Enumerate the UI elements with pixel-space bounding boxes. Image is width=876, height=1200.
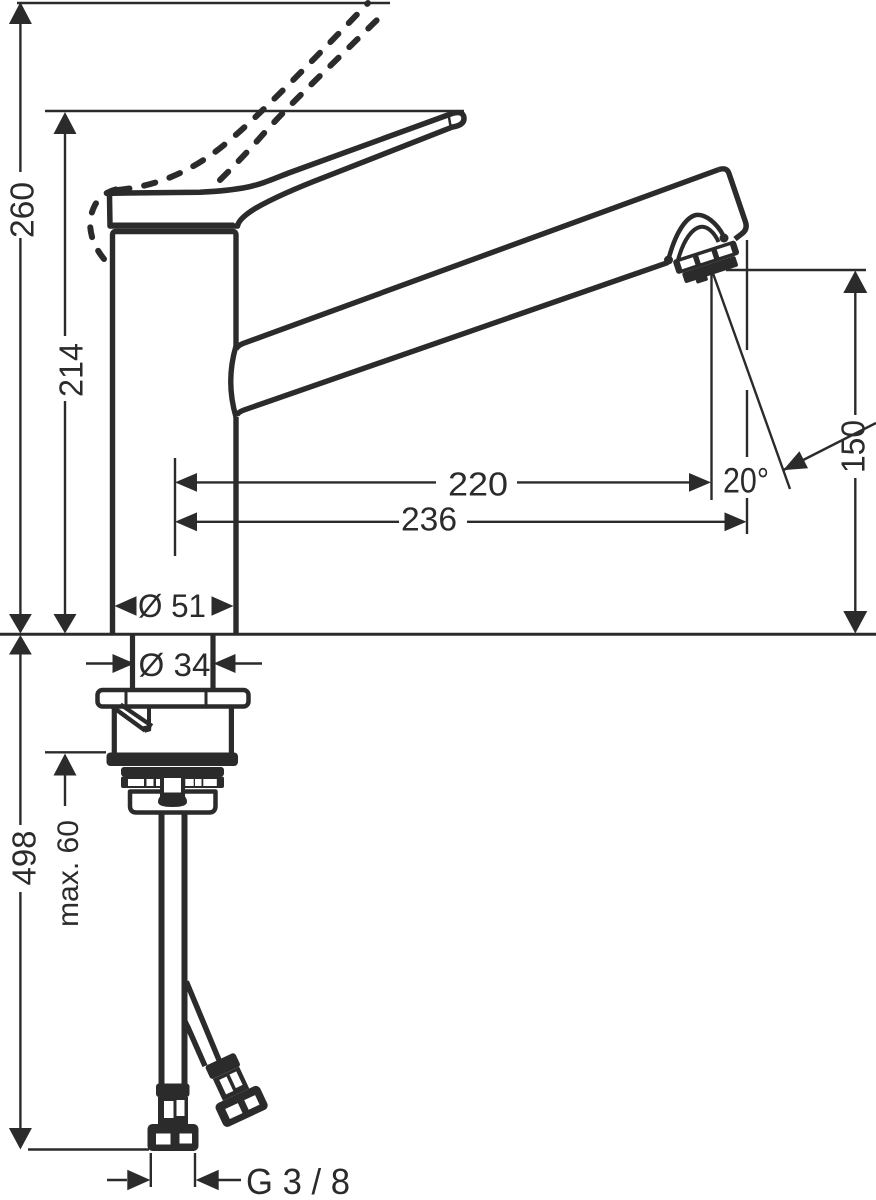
- svg-text:max. 60: max. 60: [52, 820, 85, 927]
- svg-text:498: 498: [6, 831, 43, 886]
- svg-text:220: 220: [448, 466, 508, 503]
- svg-text:20°: 20°: [723, 462, 769, 501]
- svg-text:Ø 34: Ø 34: [139, 647, 211, 683]
- svg-text:260: 260: [4, 182, 41, 238]
- svg-text:Ø 51: Ø 51: [138, 588, 206, 624]
- svg-text:G 3 / 8: G 3 / 8: [246, 1161, 350, 1200]
- svg-text:236: 236: [401, 501, 457, 538]
- svg-text:214: 214: [53, 343, 90, 397]
- svg-text:150: 150: [835, 420, 872, 473]
